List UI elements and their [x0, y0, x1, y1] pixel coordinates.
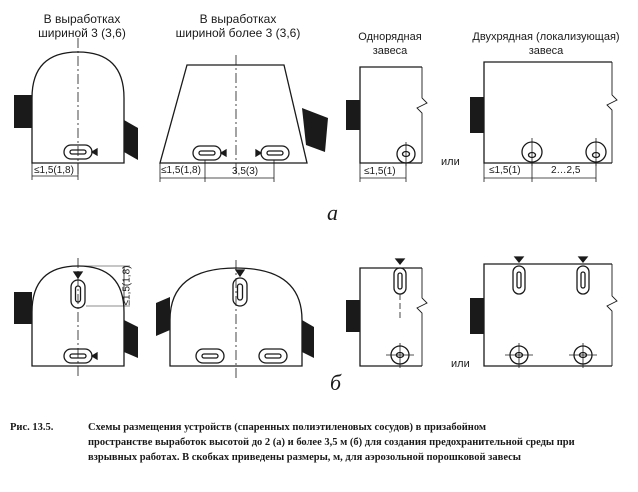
- vessel-vertical: [585, 138, 607, 166]
- dimension-line-d5-d6: [483, 163, 597, 182]
- vessel-vertical-long: [393, 258, 407, 320]
- part-label-a: а: [327, 200, 338, 225]
- tunnel-rect-double-bottom: [470, 263, 618, 367]
- tunnel-trapezoid-top: [159, 55, 328, 175]
- header-single-row: Однорядная завеса: [358, 31, 422, 57]
- header-narrow-arch: В выработках шириной 3 (3,6): [38, 12, 126, 40]
- dimension-line-d1: [31, 163, 79, 180]
- tunnel-rect-double-top: [470, 61, 618, 164]
- dimension-label: ≤1,5(1): [364, 166, 396, 177]
- dimension-label-vertical: ≤1,5(1,8): [121, 265, 133, 306]
- vessel-horizontal: [63, 144, 98, 160]
- vessel-vertical: [505, 343, 533, 368]
- dimension-label: 3,5(3): [232, 166, 259, 177]
- dimension-label: ≤1,5(1,8): [161, 165, 201, 176]
- dimension-line-d2-d3: [159, 160, 275, 182]
- caption-number: Рис. 13.5.: [10, 422, 54, 433]
- tunnel-rect-single-bottom: [346, 267, 428, 367]
- dimension-label: ≤1,5(1): [489, 165, 521, 176]
- dimension-line-d4: [359, 163, 407, 182]
- vessel-horizontal: [255, 145, 290, 161]
- vessel-vertical: [521, 138, 543, 166]
- vessel-vertical: [569, 343, 597, 368]
- or-label: или: [451, 358, 470, 370]
- part-label-b: б: [330, 370, 342, 395]
- tunnel-arch-narrow-top: [14, 38, 138, 175]
- vessel-vertical-long: [512, 256, 526, 295]
- caption-line-1: Схемы размещения устройств (спаренных по…: [88, 422, 487, 433]
- figure-caption: Рис. 13.5. Схемы размещения устройств (сп…: [10, 420, 610, 465]
- header-double-row: Двухрядная (локализующая) завеса: [472, 31, 620, 57]
- caption-body: пространстве выработок высотой до 2 (а) …: [88, 437, 575, 463]
- tunnel-arch-wide-bottom: [156, 260, 314, 378]
- vessel-vertical-long: [576, 256, 590, 295]
- header-wide-tunnel: В выработках шириной более 3 (3,6): [175, 12, 301, 40]
- vessel-vertical: [386, 343, 414, 368]
- dimension-label: ≤1,5(1,8): [34, 165, 74, 176]
- vessel-horizontal: [258, 348, 288, 364]
- vessel-vertical-long: [70, 271, 86, 309]
- dimension-label: 2…2,5: [551, 165, 581, 176]
- tunnel-rect-single-top: [346, 66, 428, 164]
- vessel-horizontal: [63, 348, 98, 364]
- vessel-vertical-long: [232, 269, 248, 307]
- or-label: или: [441, 156, 460, 168]
- vessel-horizontal: [192, 145, 227, 161]
- vessel-horizontal: [195, 348, 225, 364]
